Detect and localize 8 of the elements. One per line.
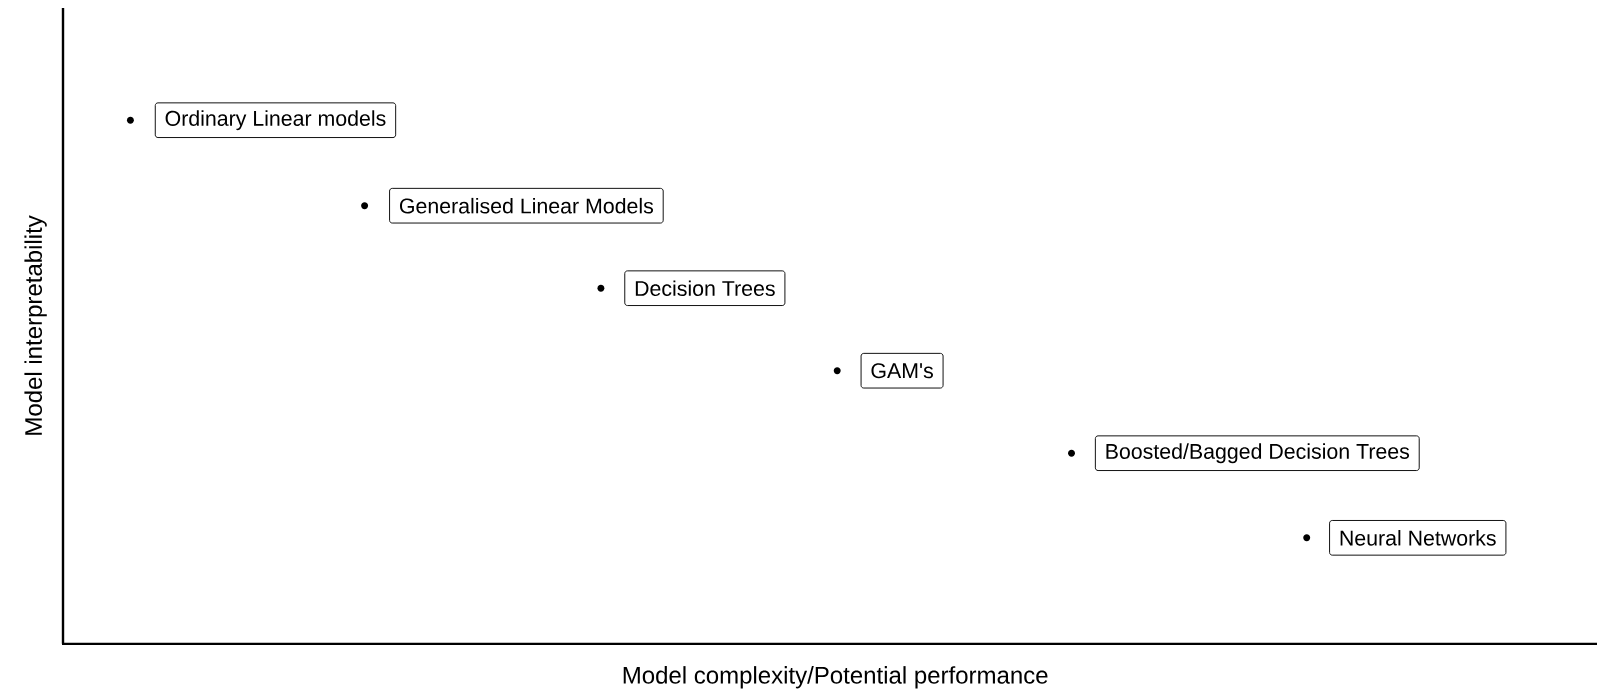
axis-title: Model interpretability	[24, 215, 47, 435]
label-box: GAM's	[860, 352, 944, 389]
label-box: Ordinary Linear models	[154, 102, 397, 138]
label-box: Boosted/Bagged Decision Trees	[1094, 435, 1420, 471]
axis-title: Model complexity/Potential performance	[623, 666, 1048, 689]
label-box: Neural Networks	[1329, 520, 1507, 556]
label-box: Decision Trees	[624, 270, 786, 306]
label-box: Generalised Linear Models	[389, 187, 664, 224]
